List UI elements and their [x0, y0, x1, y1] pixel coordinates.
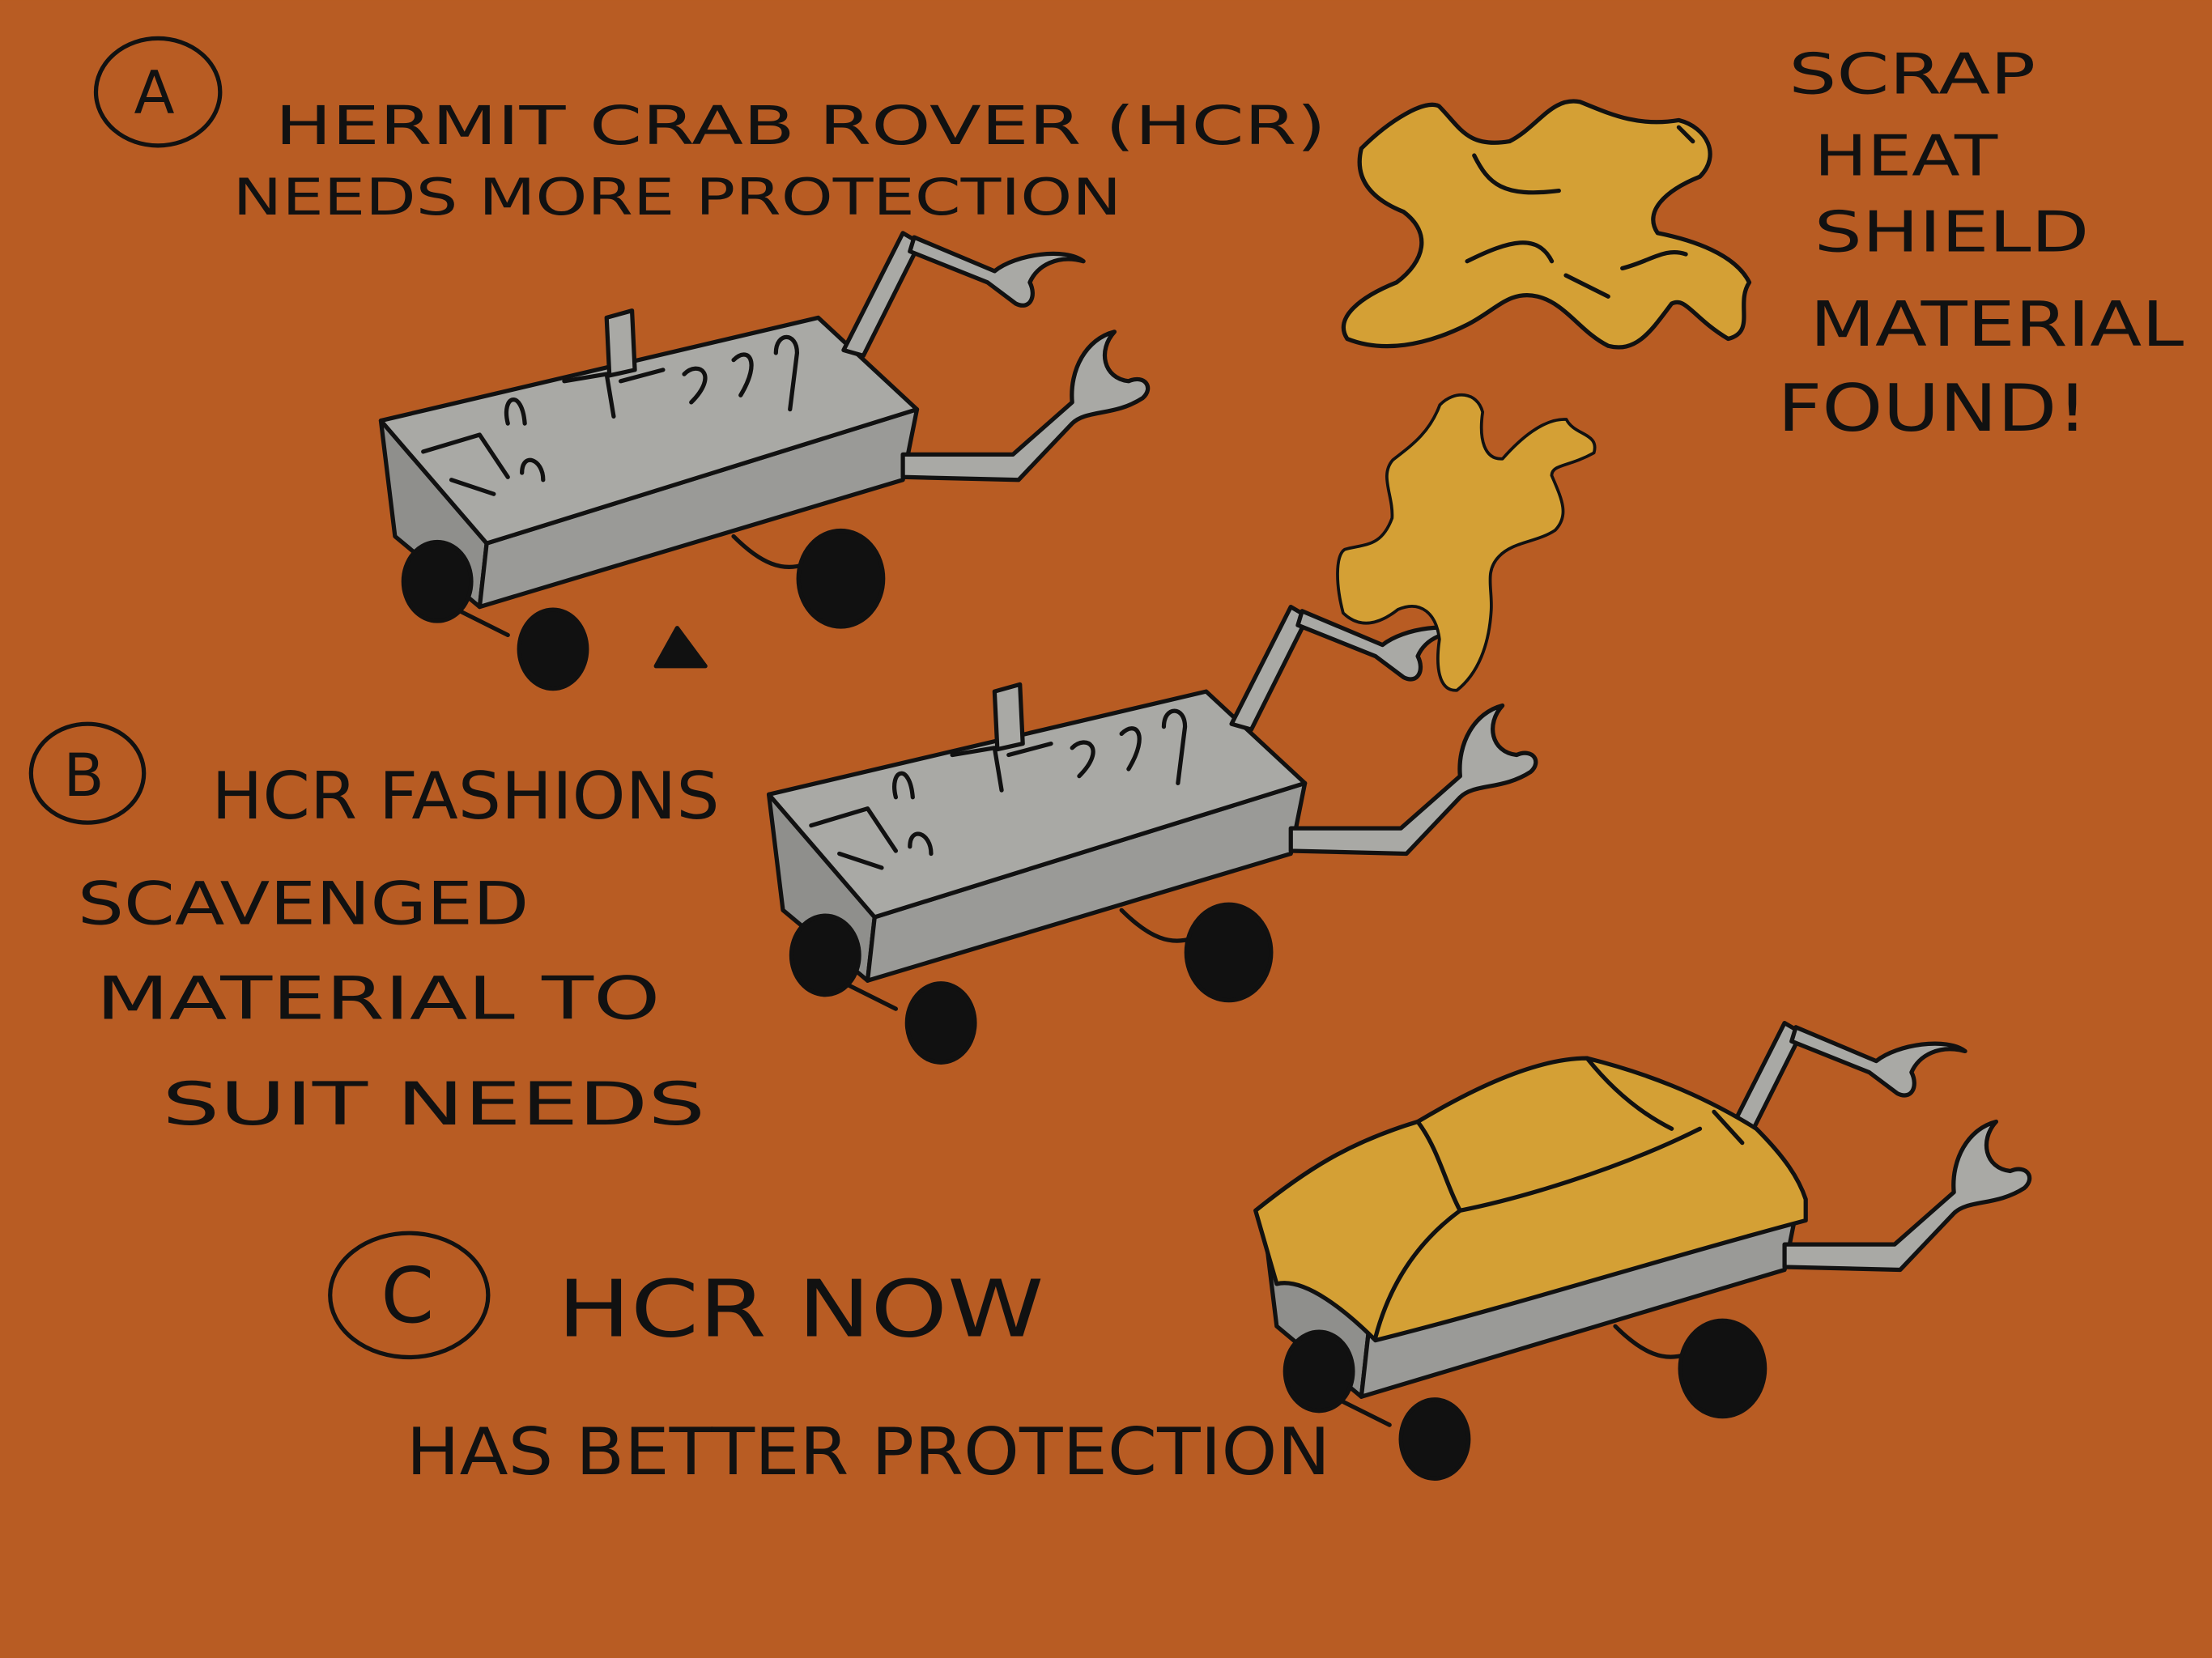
step-a-marker-circle — [93, 36, 223, 148]
step-c: C HCR NOW HAS BETTER PROTECTION — [328, 1023, 2030, 1490]
step-c-marker: C — [381, 1252, 434, 1341]
step-a-marker: A — [134, 59, 175, 128]
step-a-line1: HERMIT CRAB ROVER (HCR) — [275, 95, 1326, 157]
scrap-material: SCRAP HEAT SHIELD MATERIAL FOUND! — [1343, 41, 2184, 446]
step-b: B HCR FASHIONS SCAVENGED MATERIAL TO SUI… — [28, 352, 1609, 1139]
step-b-line1: HCR FASHIONS — [211, 759, 719, 834]
step-c-line1: HCR NOW — [557, 1263, 1044, 1355]
step-a: A HERMIT CRAB ROVER (HCR) NEEDS MORE PRO… — [93, 36, 1326, 688]
scrap-line-1: SCRAP — [1789, 41, 2035, 107]
step-c-line2: HAS BETTER PROTECTION — [406, 1414, 1330, 1490]
step-b-line4: SUIT NEEDS — [162, 1070, 705, 1139]
step-b-marker-circle — [28, 721, 147, 825]
scrap-line-4: MATERIAL — [1810, 289, 2184, 361]
step-c-marker-circle — [328, 1231, 491, 1360]
step-b-line2: SCAVENGED — [78, 870, 530, 939]
rover-c — [1253, 1023, 2030, 1479]
scrap-line-3: SHIELD — [1814, 200, 2090, 266]
step-b-marker: B — [63, 742, 104, 810]
scrap-line-2: HEAT — [1814, 123, 1998, 189]
debris — [653, 626, 708, 669]
step-a-line2: NEEDS MORE PROTECTION — [232, 168, 1121, 227]
scrap-line-5: FOUND! — [1777, 371, 2087, 446]
step-b-line3: MATERIAL TO — [96, 964, 660, 1033]
